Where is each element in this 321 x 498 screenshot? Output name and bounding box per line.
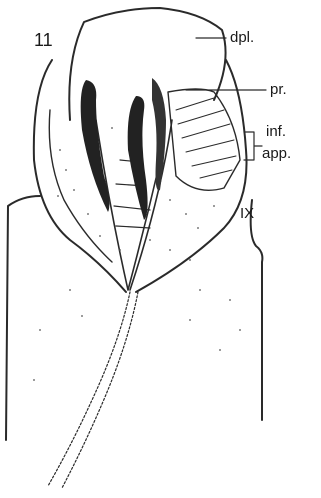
label-app: app. bbox=[262, 145, 291, 162]
label-dpl: dpl. bbox=[230, 29, 254, 46]
segment-ix-outline bbox=[6, 196, 262, 440]
processes bbox=[81, 78, 166, 220]
label-inf: inf. bbox=[266, 123, 286, 140]
figure-number: 11 bbox=[34, 30, 53, 50]
label-segment-ix: IX bbox=[240, 205, 254, 222]
filament bbox=[48, 292, 138, 488]
inferior-appendage bbox=[168, 89, 240, 190]
label-pr: pr. bbox=[270, 81, 287, 98]
